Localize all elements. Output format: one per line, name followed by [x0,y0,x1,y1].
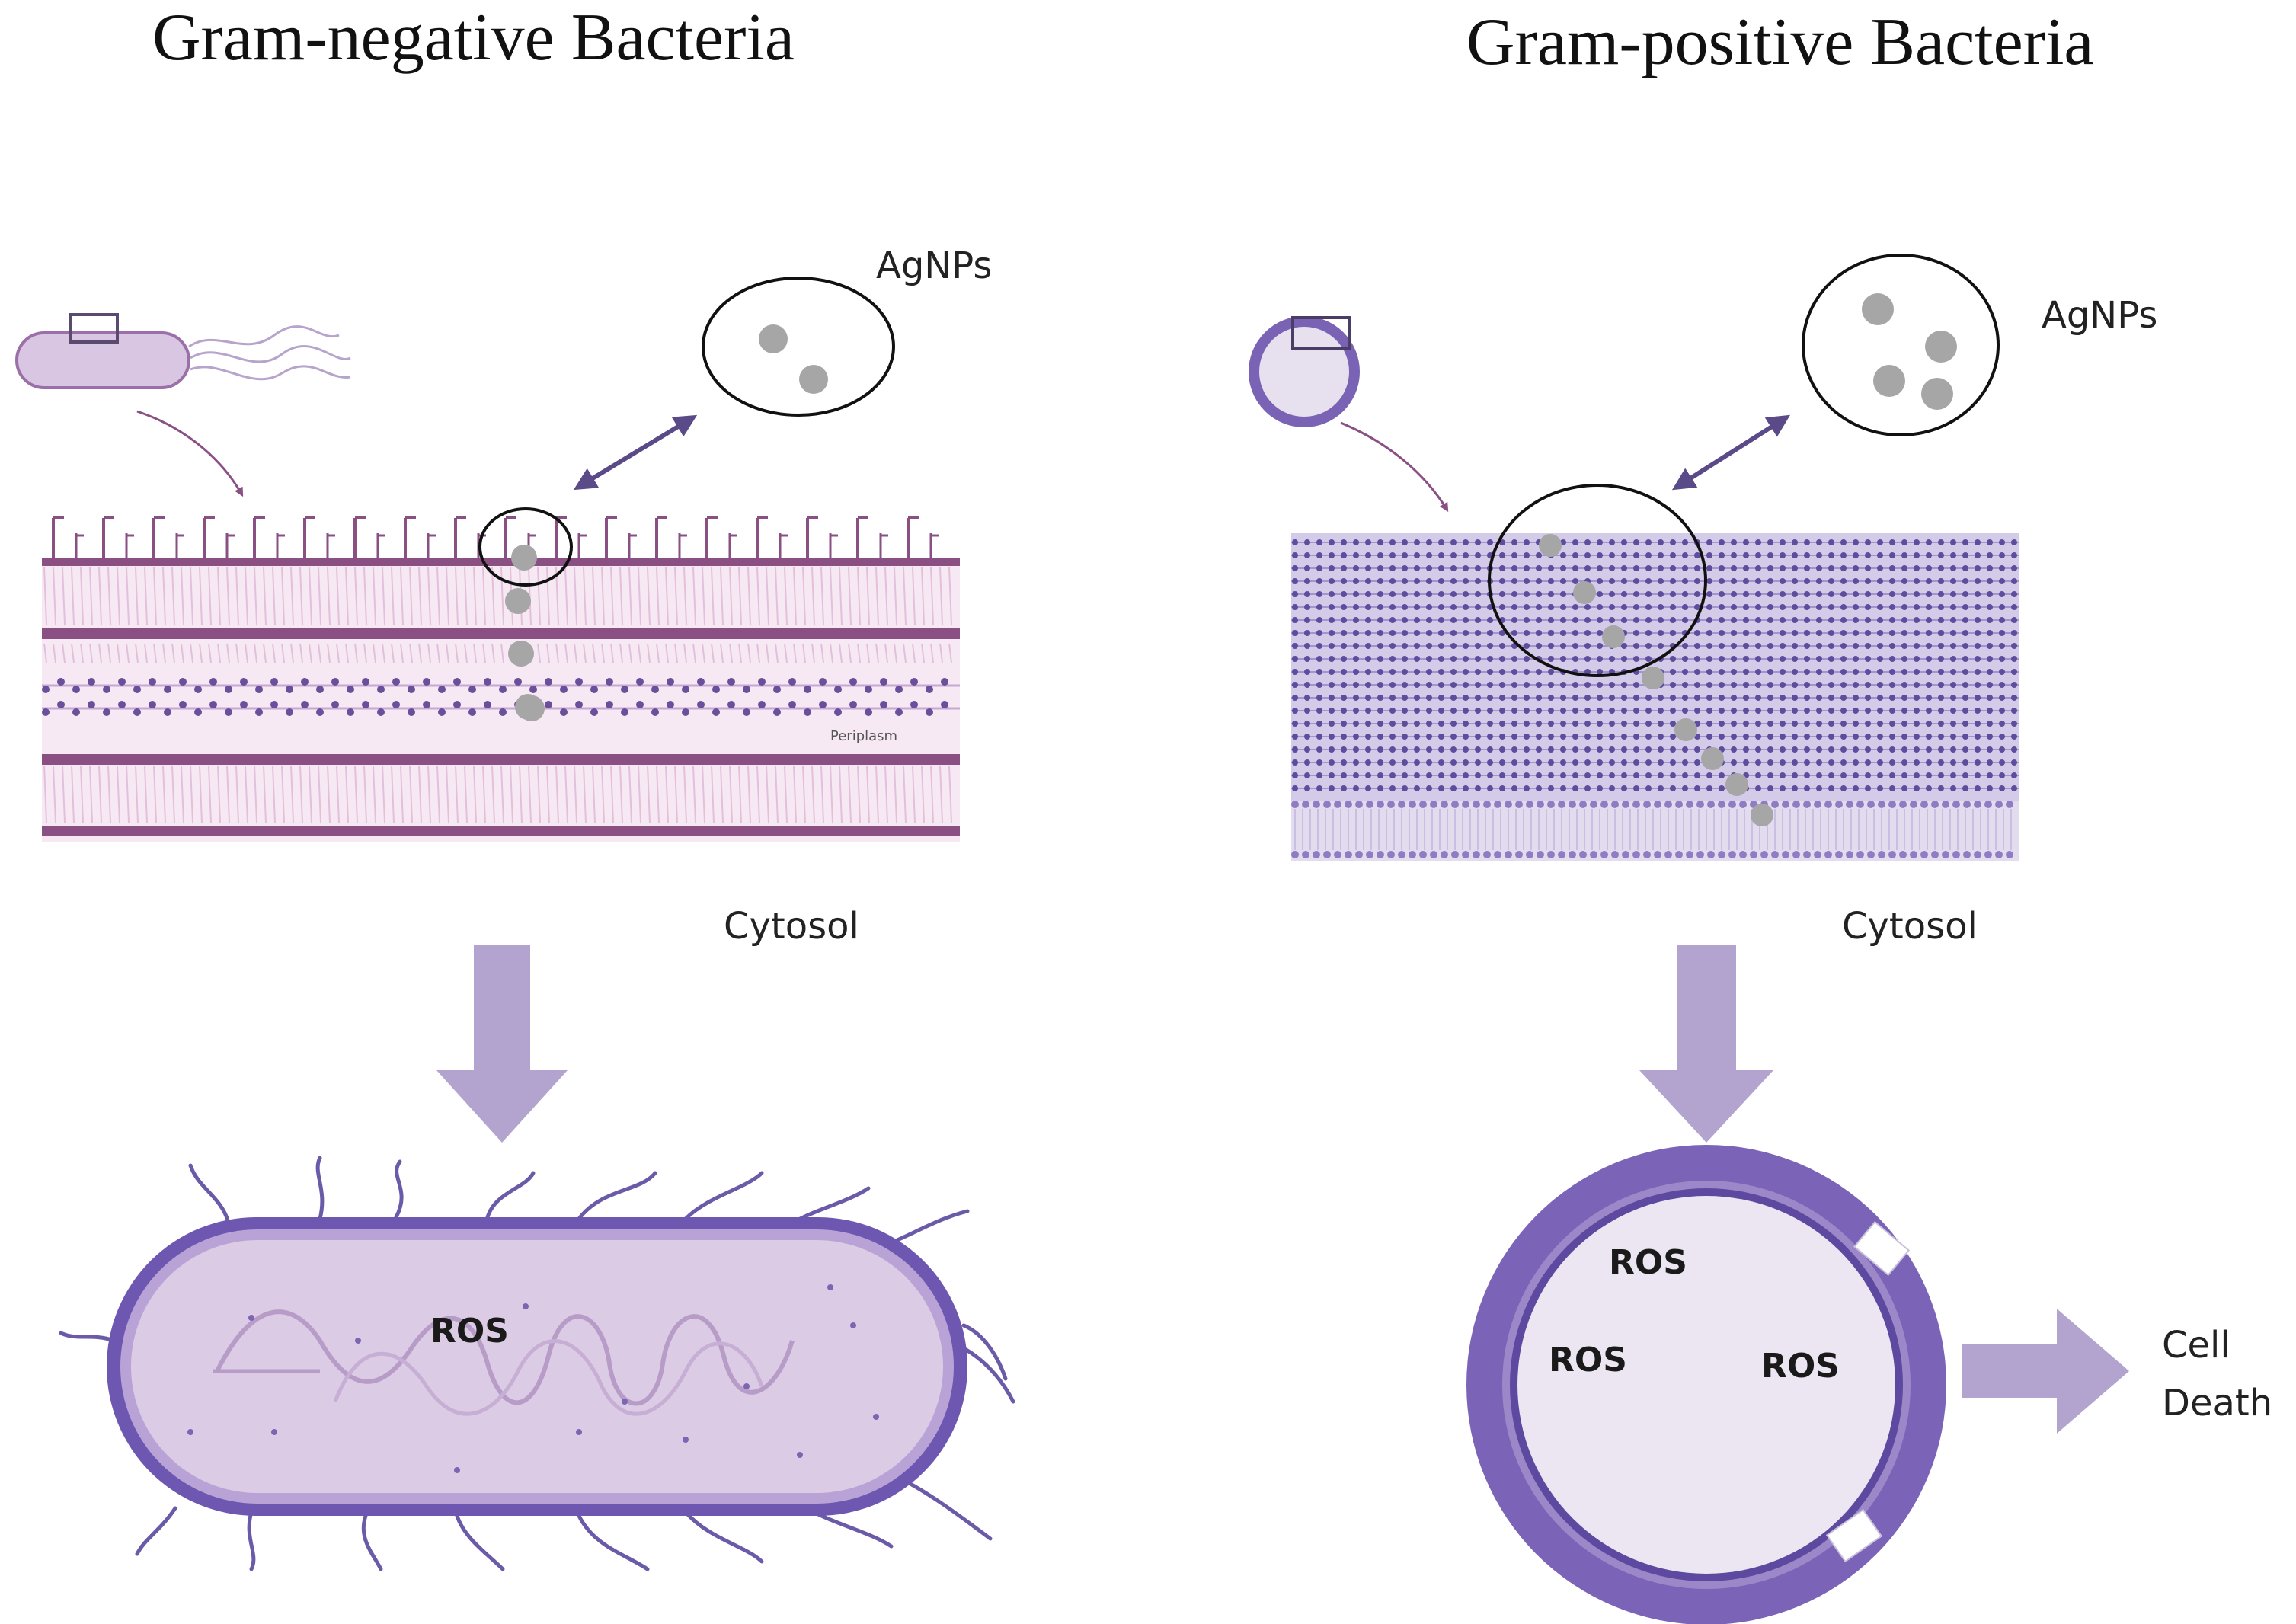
agnps-label-right: AgNPs [2042,294,2157,337]
zoom-arrow-icon-right [1340,421,1449,513]
cytosol-label-right: Cytosol [1842,905,1978,948]
gram-negative-membrane: Periplasm [42,516,960,842]
double-arrow-right [1671,414,1791,491]
down-arrow-left [436,945,568,1143]
agnps-bubble [702,277,895,417]
zoom-arrow-icon [136,410,244,497]
small-rod-bacterium-icon [15,313,351,389]
cytosol-label-left: Cytosol [724,905,859,948]
gram-positive-title: Gram-positive Bacteria [1466,5,2093,79]
double-arrow-left [573,414,698,491]
entry-circle-right [1488,484,1707,677]
gram-positive-wall [1291,533,2019,861]
down-arrow-right [1639,945,1773,1143]
gram-positive-panel: AgNPs Cytosol ROS ROS ROS Cell Death [1249,254,2272,1624]
cell-label: Cell [2162,1324,2230,1367]
nanoparticle-path-right [1539,534,1773,826]
gram-negative-panel: Periplasm AgNPs Cytosol RO [15,245,1015,1571]
gram-negative-cell: ROS [59,1156,1015,1571]
agnps-label-left: AgNPs [876,245,992,287]
ros-label-1: ROS [1609,1243,1687,1282]
nanoparticle-path [505,545,545,721]
small-coccus-icon [1249,316,1360,427]
gram-negative-title: Gram-negative Bacteria [152,1,795,75]
death-label: Death [2162,1382,2272,1424]
entry-circle [478,507,573,587]
cell-death-arrow [1962,1309,2129,1434]
ros-label-3: ROS [1761,1347,1840,1386]
ros-label-rod: ROS [430,1312,509,1351]
agnps-bubble-right [1802,254,2000,436]
ros-label-2: ROS [1549,1341,1627,1379]
gram-positive-cell: ROS ROS ROS [1466,1145,1946,1624]
periplasm-label: Periplasm [830,728,897,744]
